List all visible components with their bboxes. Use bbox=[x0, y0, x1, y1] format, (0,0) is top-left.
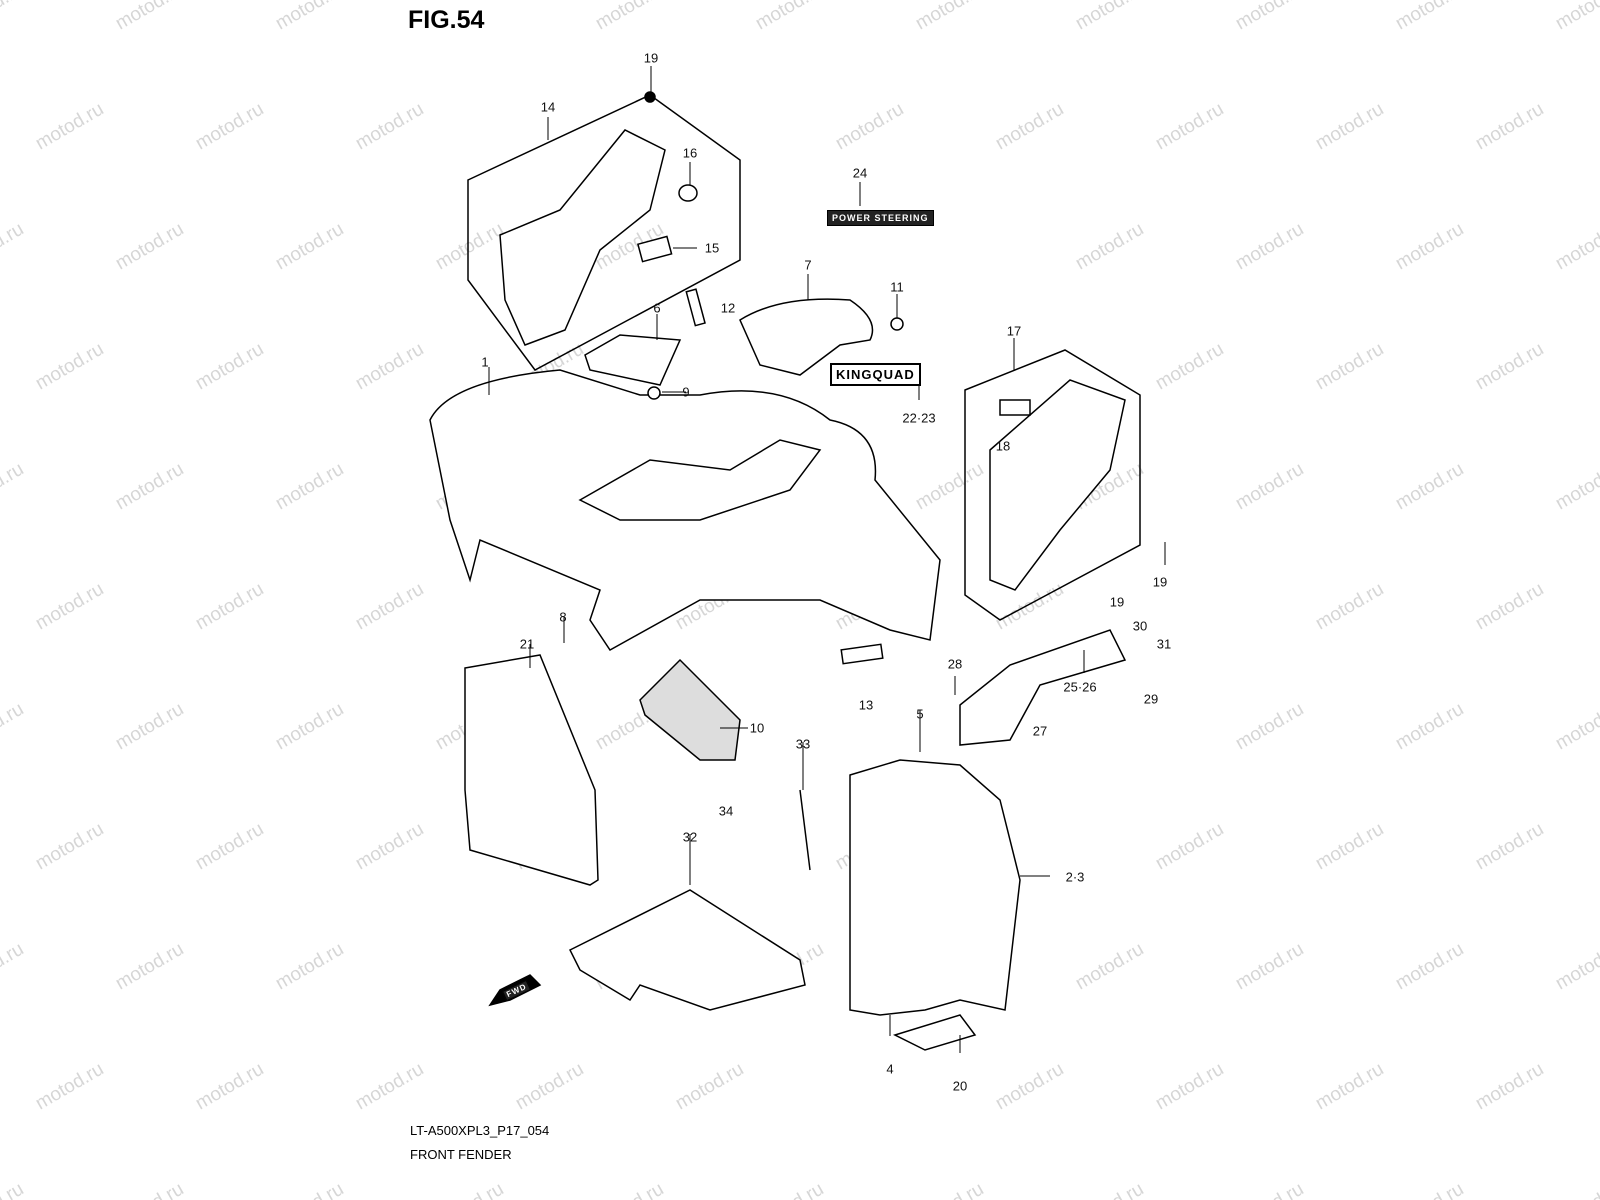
part-label: 19 bbox=[1109, 594, 1125, 610]
part-13 bbox=[840, 643, 884, 665]
part-label: 21 bbox=[519, 636, 535, 652]
part-label: 6 bbox=[653, 300, 661, 316]
part-label: 2·3 bbox=[1065, 869, 1085, 885]
power-steering-decal: POWER STEERING bbox=[827, 210, 934, 226]
model-code: LT-A500XPL3_P17_054 bbox=[410, 1123, 550, 1138]
part-label: 14 bbox=[540, 99, 556, 115]
part-label: 22·23 bbox=[902, 410, 936, 426]
part-20 bbox=[892, 1014, 977, 1051]
part-label: 31 bbox=[1156, 636, 1172, 652]
part-label: 7 bbox=[804, 257, 812, 273]
part-label: 16 bbox=[682, 145, 698, 161]
fender-center-opening bbox=[578, 439, 822, 521]
part-label: 15 bbox=[704, 240, 720, 256]
part-label: 24 bbox=[852, 165, 868, 181]
part-9 bbox=[647, 386, 661, 400]
part-label: 10 bbox=[749, 720, 765, 736]
part-label: 28 bbox=[947, 656, 963, 672]
part-label: 32 bbox=[682, 829, 698, 845]
part-label: 12 bbox=[720, 300, 736, 316]
part-15 bbox=[637, 235, 673, 263]
part-label: 9 bbox=[682, 384, 690, 400]
part-label: 13 bbox=[858, 697, 874, 713]
part-label: 18 bbox=[995, 438, 1011, 454]
part-11 bbox=[890, 317, 904, 331]
part-label: 19 bbox=[643, 50, 659, 66]
part-label: 27 bbox=[1032, 723, 1048, 739]
part-inner-cover-left bbox=[499, 129, 666, 346]
part-7 bbox=[739, 298, 874, 376]
part-32 bbox=[568, 889, 806, 1011]
section-title: FRONT FENDER bbox=[410, 1147, 512, 1162]
kingquad-decal: KINGQUAD bbox=[830, 363, 921, 386]
part-label: 34 bbox=[718, 803, 734, 819]
part-label: 1 bbox=[481, 354, 489, 370]
part-label: 20 bbox=[952, 1078, 968, 1094]
part-label: 30 bbox=[1132, 618, 1148, 634]
part-16 bbox=[678, 184, 698, 202]
part-2-3 bbox=[849, 759, 1021, 1016]
part-label: 29 bbox=[1143, 691, 1159, 707]
part-12 bbox=[685, 288, 706, 327]
part-label: 19 bbox=[1152, 574, 1168, 590]
part-18 bbox=[999, 399, 1031, 416]
group-box-17 bbox=[964, 349, 1141, 621]
part-label: 25·26 bbox=[1063, 679, 1097, 695]
part-label: 33 bbox=[795, 736, 811, 752]
figure-title: FIG.54 bbox=[408, 6, 485, 34]
part-label: 11 bbox=[890, 279, 904, 295]
part-inner-cover-right bbox=[989, 379, 1126, 591]
part-21 bbox=[464, 654, 599, 886]
part-33 bbox=[799, 789, 811, 871]
part-10-grille bbox=[639, 658, 741, 761]
part-19-top bbox=[644, 91, 656, 103]
part-label: 8 bbox=[559, 609, 567, 625]
part-label: 4 bbox=[886, 1061, 894, 1077]
part-6 bbox=[584, 334, 682, 386]
part-label: 5 bbox=[916, 706, 924, 722]
part-front-fender bbox=[429, 369, 941, 651]
part-label: 17 bbox=[1006, 323, 1022, 339]
